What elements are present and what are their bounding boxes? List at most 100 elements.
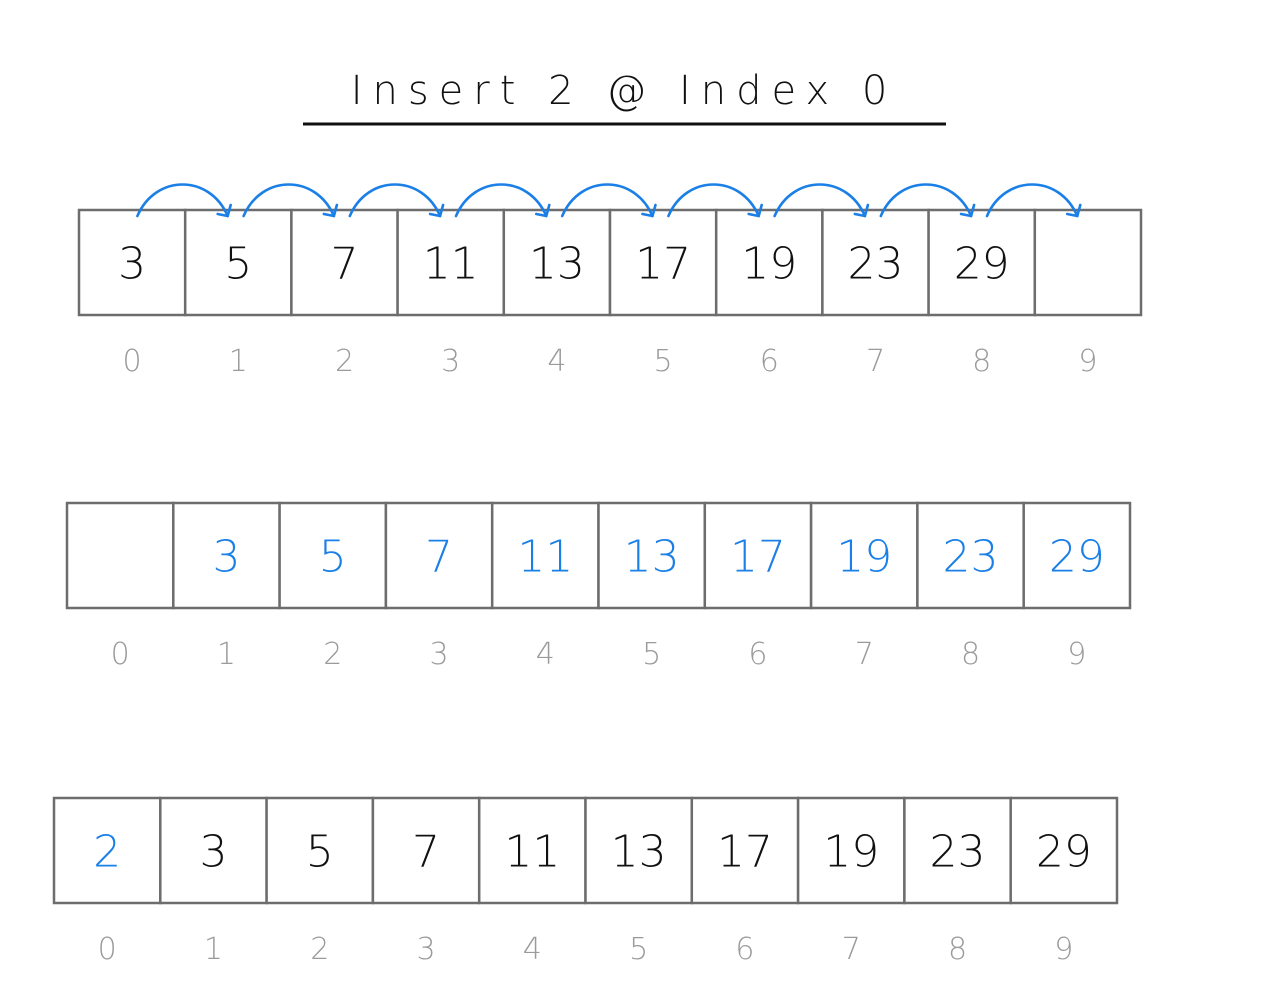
cell-box [183, 208, 293, 317]
shift-arrow-curve [454, 183, 548, 218]
index-label: 6 [760, 344, 779, 379]
shift-arrow-curve [667, 183, 760, 218]
cell-box [278, 501, 388, 610]
cell-value: 17 [635, 239, 691, 290]
index-label: 7 [842, 932, 861, 967]
shift-arrow [667, 183, 763, 218]
index-label: 5 [642, 637, 661, 672]
array-cell: 13 [584, 796, 694, 905]
cell-value: 13 [624, 532, 680, 583]
shift-arrow [348, 183, 445, 218]
array-cell: 17 [690, 796, 800, 905]
shift-arrow-head [216, 203, 232, 218]
array-cell: 11 [396, 208, 506, 317]
array-cell: 5 [183, 208, 293, 317]
cell-value: 7 [412, 827, 440, 878]
index-label: 3 [417, 932, 436, 967]
cell-value: 23 [848, 239, 904, 290]
shift-arrow-curve [136, 183, 229, 218]
shift-arrow-curve [985, 183, 1079, 218]
shift-arrow-head [428, 203, 445, 218]
cell-value: 19 [836, 532, 892, 583]
array-cell: 13 [502, 208, 612, 317]
cell-value: 29 [1049, 532, 1105, 583]
array-cell: 13 [597, 501, 707, 610]
index-label: 5 [654, 344, 673, 379]
index-label: 1 [229, 344, 248, 379]
shift-arrow [136, 183, 232, 218]
cell-value: 2 [93, 827, 121, 878]
cell-box [597, 501, 707, 610]
shift-arrow-curve [879, 183, 973, 218]
array-cell: 3 [159, 796, 268, 905]
cell-value: 23 [943, 532, 999, 583]
index-label: 5 [629, 932, 648, 967]
array-cell: 3 [172, 501, 281, 610]
index-label: 4 [536, 637, 555, 672]
cell-value: 13 [529, 239, 585, 290]
array-cell: 19 [796, 796, 906, 905]
index-label: 3 [430, 637, 449, 672]
title-group: Insert 2 @ Index 0 [303, 68, 946, 126]
array-cell [1033, 208, 1143, 317]
index-label: 6 [735, 932, 754, 967]
index-label: 0 [98, 932, 117, 967]
cell-box [1009, 796, 1119, 905]
index-label: 7 [855, 637, 874, 672]
array-cell: 2 [52, 796, 162, 905]
cell-box [796, 796, 906, 905]
cell-box [584, 796, 694, 905]
cell-value: 3 [118, 239, 146, 290]
array-cell: 17 [703, 501, 813, 610]
cell-value: 17 [717, 827, 773, 878]
cell-box [608, 208, 718, 317]
array-cell: 3 [77, 208, 187, 317]
index-label: 9 [1067, 637, 1086, 672]
array-cell: 7 [290, 208, 399, 317]
array-cell: 11 [477, 796, 587, 905]
shift-arrow-curve [242, 183, 336, 218]
cell-value: 11 [504, 827, 560, 878]
array-cell: 19 [809, 501, 919, 610]
cell-box [159, 796, 268, 905]
shift-arrow [242, 183, 339, 218]
index-label: 8 [948, 932, 967, 967]
index-label: 7 [866, 344, 885, 379]
index-label: 9 [1054, 932, 1073, 967]
index-label: 1 [204, 932, 223, 967]
shift-arrow-head [959, 203, 976, 218]
array-cell: 11 [490, 501, 600, 610]
cell-value: 29 [954, 239, 1010, 290]
array-cell: 29 [1022, 501, 1132, 610]
shift-arrow [985, 183, 1082, 218]
index-label: 0 [111, 637, 130, 672]
cell-value: 7 [425, 532, 453, 583]
array-cell: 5 [278, 501, 388, 610]
cell-value: 11 [423, 239, 479, 290]
cell-box [903, 796, 1012, 905]
shift-arrow-head [747, 203, 763, 218]
array-cell: 7 [371, 796, 481, 905]
shift-arrow-curve [348, 183, 442, 218]
index-label: 4 [523, 932, 542, 967]
array-cell: 23 [916, 501, 1025, 610]
cell-value: 7 [331, 239, 359, 290]
index-label: 8 [972, 344, 991, 379]
shift-arrow [773, 183, 870, 218]
cell-box [65, 501, 175, 610]
shift-arrow-head [322, 203, 339, 218]
shift-arrow-head [641, 203, 657, 218]
shift-arrow-head [1065, 203, 1082, 218]
cell-value: 5 [306, 827, 334, 878]
array-cell: 23 [903, 796, 1012, 905]
cell-box [172, 501, 281, 610]
array-cell: 19 [714, 208, 824, 317]
index-label: 4 [547, 344, 566, 379]
index-label: 3 [441, 344, 460, 379]
index-label: 2 [310, 932, 329, 967]
array-cell: 5 [265, 796, 375, 905]
cell-box [690, 796, 800, 905]
